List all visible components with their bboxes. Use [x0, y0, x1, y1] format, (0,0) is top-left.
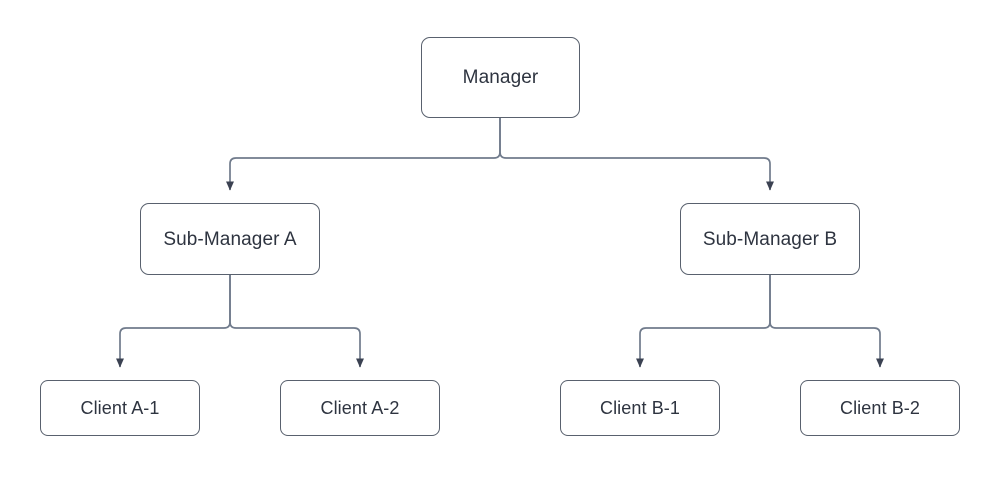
node-sub-manager-a[interactable]: Sub-Manager A: [140, 203, 320, 275]
edge-sub-manager-b-to-client-b2: [769, 275, 884, 368]
node-client-a2[interactable]: Client A-2: [280, 380, 440, 436]
node-client-b1[interactable]: Client B-1: [560, 380, 720, 436]
edge-sub-manager-a-to-client-a1: [116, 275, 231, 368]
node-sub-manager-b[interactable]: Sub-Manager B: [680, 203, 860, 275]
node-manager[interactable]: Manager: [421, 37, 580, 118]
node-sub-manager-a-label: Sub-Manager A: [163, 228, 297, 250]
node-client-b1-label: Client B-1: [599, 398, 681, 418]
node-client-a2-label: Client A-2: [320, 398, 400, 418]
edge-sub-manager-b-to-client-b1: [636, 275, 771, 368]
node-client-b2[interactable]: Client B-2: [800, 380, 960, 436]
node-client-a1-label: Client A-1: [80, 398, 160, 418]
edge-manager-to-sub-manager-a: [226, 118, 501, 191]
edge-manager-to-sub-manager-b: [499, 118, 774, 191]
node-manager-label: Manager: [462, 67, 539, 88]
node-client-a1[interactable]: Client A-1: [40, 380, 200, 436]
edge-sub-manager-a-to-client-a2: [229, 275, 364, 368]
node-client-b2-label: Client B-2: [839, 398, 921, 418]
node-sub-manager-b-label: Sub-Manager B: [702, 228, 838, 250]
